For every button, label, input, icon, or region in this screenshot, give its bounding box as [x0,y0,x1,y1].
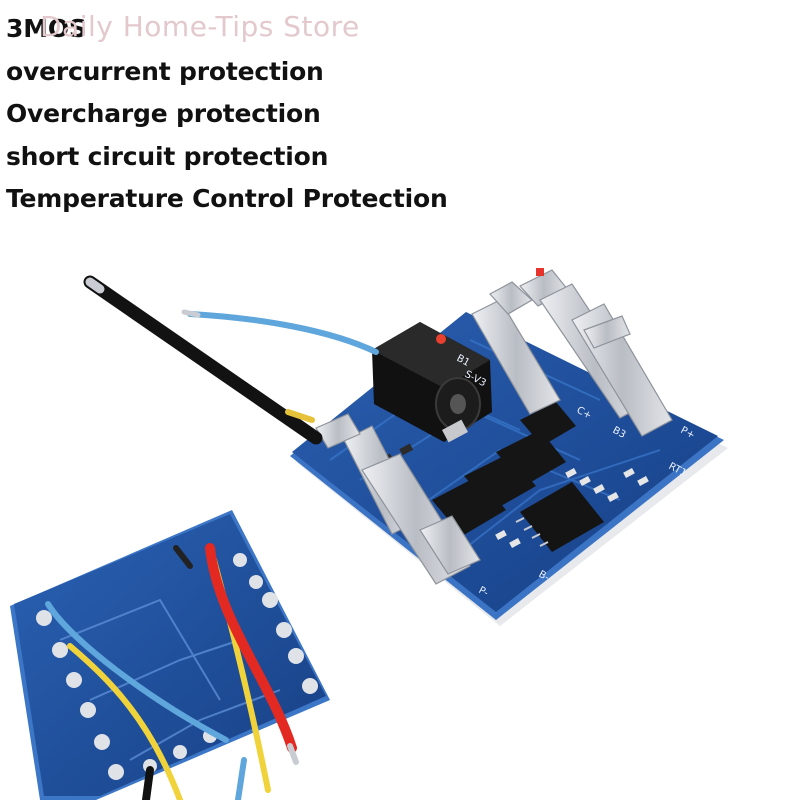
black-wire [83,275,323,445]
terminal-clips [315,269,673,585]
led-indicator [436,334,446,344]
bms-board-rear [10,510,330,800]
ic-chip [515,482,604,552]
yellow-wire-tip [285,409,315,423]
label-b-minus: B- [537,569,552,584]
rear-red-wire [205,543,297,753]
feature-overcharge: Overcharge protection [6,99,321,128]
rear-blue-wire [45,601,229,743]
blue-wire [181,309,379,355]
rear-yellow-wire-left [67,643,183,800]
feature-overcurrent: overcurrent protection [6,56,324,86]
store-watermark: Daily Home-Tips Store [40,10,360,43]
feature-short-circuit: short circuit protection [6,141,329,171]
feature-temperature: Temperature Control Protection [6,184,448,213]
solder-pads [36,553,318,780]
feature-list: 3MOS overcurrent protection Overcharge p… [6,8,448,221]
bms-board-front: B1 S-V3 C+ B3 P+ RT1 P- B- [83,268,728,626]
label-b1: B1 [455,353,472,369]
feature-mos-count: 3MOS [6,14,87,43]
label-b3: B3 [611,425,628,441]
dc-power-jack [372,322,492,443]
